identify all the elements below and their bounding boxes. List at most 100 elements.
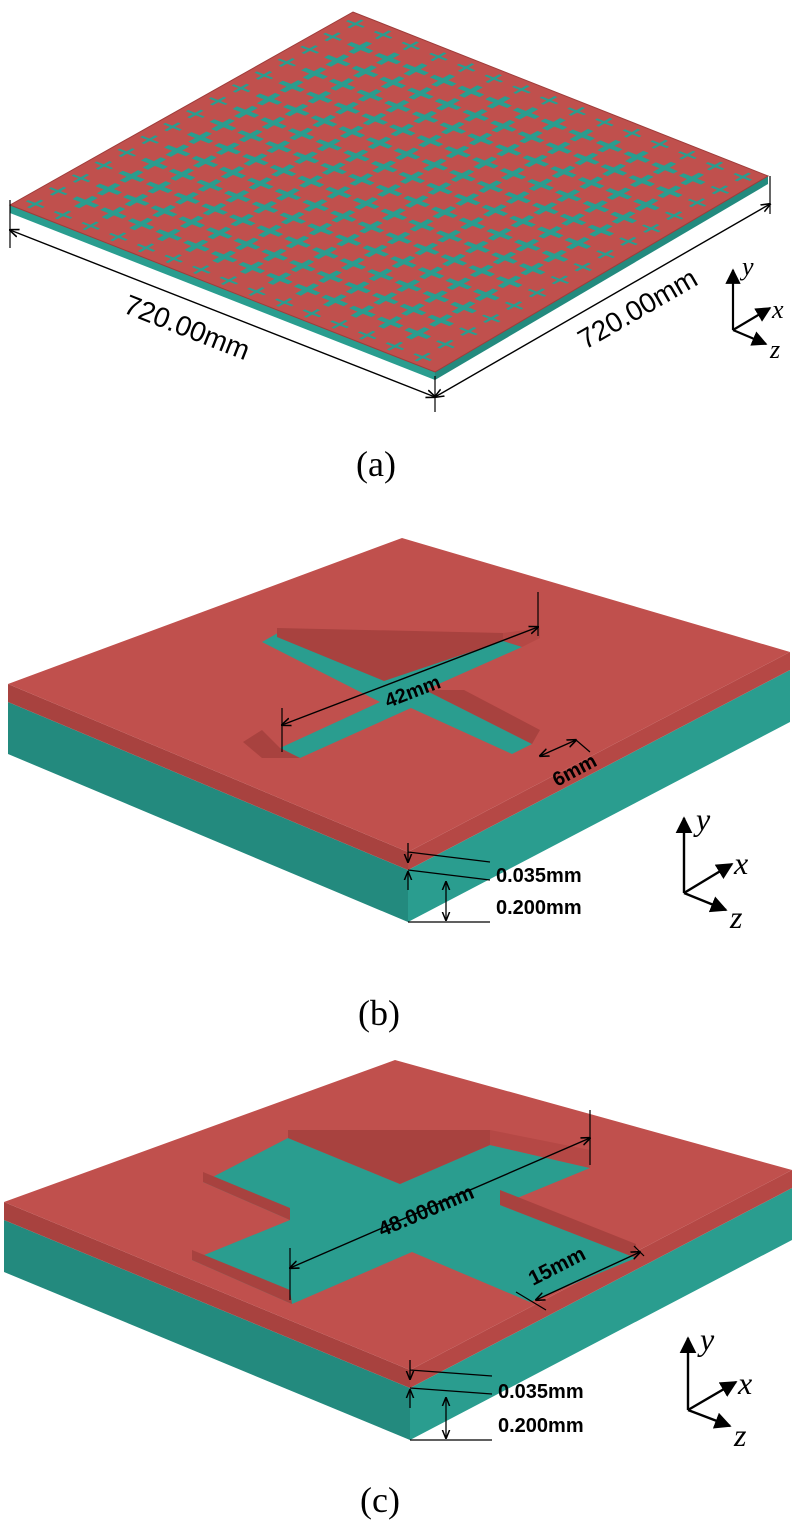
cross-slot <box>310 114 338 128</box>
cross-slot <box>100 206 127 220</box>
panel-b-axis-triad: y x z <box>675 801 748 935</box>
cross-slot <box>545 141 572 155</box>
cross-slot <box>53 210 73 220</box>
cross-slot <box>274 188 302 201</box>
cross-slot <box>457 85 485 98</box>
cross-slot <box>333 101 361 115</box>
cross-slot <box>320 162 347 175</box>
cross-slot <box>242 153 269 166</box>
cross-slot <box>471 156 499 170</box>
panel-b-copper-side <box>408 652 790 870</box>
panel-a: 720.00mm 720.00mm y x z (a) <box>10 11 784 484</box>
cross-slot <box>651 161 678 175</box>
panel-b: 42mm 6mm 0.035mm 0.200mm y x z (b) <box>8 538 790 1033</box>
cross-slot <box>72 195 100 209</box>
cross-slot <box>623 150 651 164</box>
cross-slot <box>439 121 467 135</box>
panel-c-x-label: x <box>737 1365 752 1401</box>
cross-slot <box>329 210 357 223</box>
cross-slot <box>374 52 402 65</box>
cross-slot <box>733 172 753 182</box>
panel-b-substrate-front <box>8 702 408 922</box>
cross-slot <box>429 74 457 87</box>
cross-slot <box>254 71 274 80</box>
cross-slot <box>323 32 342 42</box>
panel-c-y-label: y <box>697 1321 715 1357</box>
cross-slot <box>401 41 421 51</box>
cross-slot <box>178 215 205 229</box>
cross-slot <box>201 202 228 216</box>
cross-slot <box>434 98 462 111</box>
panel-c-thickness-ext-top <box>409 1369 493 1377</box>
cross-slot <box>208 96 228 106</box>
panel-a-z-axis-arrow <box>732 328 768 346</box>
panel-a-caption: (a) <box>356 444 396 484</box>
cross-slot <box>456 63 476 72</box>
cross-slot <box>48 186 68 196</box>
cross-slot <box>554 189 582 202</box>
cross-slot <box>522 154 550 168</box>
panel-b-thickness-ext-mid <box>407 869 491 881</box>
cross-slot <box>595 117 614 127</box>
cross-slot <box>343 149 370 162</box>
cross-slot <box>504 191 532 204</box>
panel-a-y-label: y <box>739 252 754 281</box>
cross-slot <box>246 177 274 190</box>
cross-slot <box>600 163 628 177</box>
panel-c-caption: (c) <box>360 1480 400 1520</box>
cross-slot <box>540 118 568 131</box>
cross-slot <box>141 157 168 170</box>
panel-c-substrate-side <box>410 1188 792 1440</box>
panel-c-slot-wall-lower <box>192 1250 292 1304</box>
panel-a-axis-triad: y x z <box>725 252 784 364</box>
cross-slot <box>214 142 242 155</box>
panel-c-slot-wall-left <box>203 1172 290 1220</box>
cross-slot <box>373 30 393 40</box>
cross-slot <box>512 85 531 94</box>
cross-slot <box>231 83 251 93</box>
panel-c-substrate-thickness-label: 0.200mm <box>498 1415 584 1437</box>
cross-slot <box>678 172 706 186</box>
cross-slot <box>352 197 380 210</box>
panel-c-copper-front <box>4 1202 410 1388</box>
cross-slot <box>595 139 623 153</box>
cross-slot <box>370 160 398 173</box>
cross-slot <box>567 107 587 116</box>
cross-slot <box>191 155 219 168</box>
cross-slot <box>265 140 292 153</box>
cross-slot <box>605 187 633 200</box>
panel-a-x-axis-arrow <box>732 307 772 331</box>
panel-c-z-axis-arrow <box>687 1408 732 1429</box>
cross-slot <box>678 150 697 160</box>
cross-slot <box>356 89 384 102</box>
cross-slot <box>185 109 205 119</box>
cross-slot <box>123 193 150 207</box>
panel-b-caption: (b) <box>358 993 400 1033</box>
cross-slot <box>255 92 283 106</box>
cross-slot <box>279 211 307 225</box>
cross-slot <box>277 58 297 67</box>
cross-slot <box>209 118 237 132</box>
panel-c-substrate-front <box>4 1220 410 1440</box>
cross-slot <box>393 147 421 161</box>
cross-slot <box>117 148 137 157</box>
cross-slot <box>118 170 145 183</box>
cross-slot <box>301 67 328 80</box>
panel-b-z-axis-arrow <box>683 891 728 913</box>
cross-slot <box>403 195 430 208</box>
cross-slot <box>407 87 434 100</box>
cross-slot <box>237 129 264 143</box>
panel-a-width-dimension-line <box>10 230 435 397</box>
panel-a-depth-dimension-line <box>435 204 770 397</box>
cross-slot <box>228 213 256 227</box>
panel-b-slot-wall-lower <box>243 730 300 758</box>
cross-slot <box>346 41 374 54</box>
cross-slot <box>398 171 426 184</box>
cross-slot <box>95 183 122 196</box>
cross-slot <box>140 135 159 145</box>
cross-slot <box>416 134 444 148</box>
cross-slot <box>494 143 522 157</box>
cross-slot <box>710 185 730 195</box>
panel-a-x-label: x <box>771 295 784 324</box>
cross-slot <box>366 136 393 150</box>
